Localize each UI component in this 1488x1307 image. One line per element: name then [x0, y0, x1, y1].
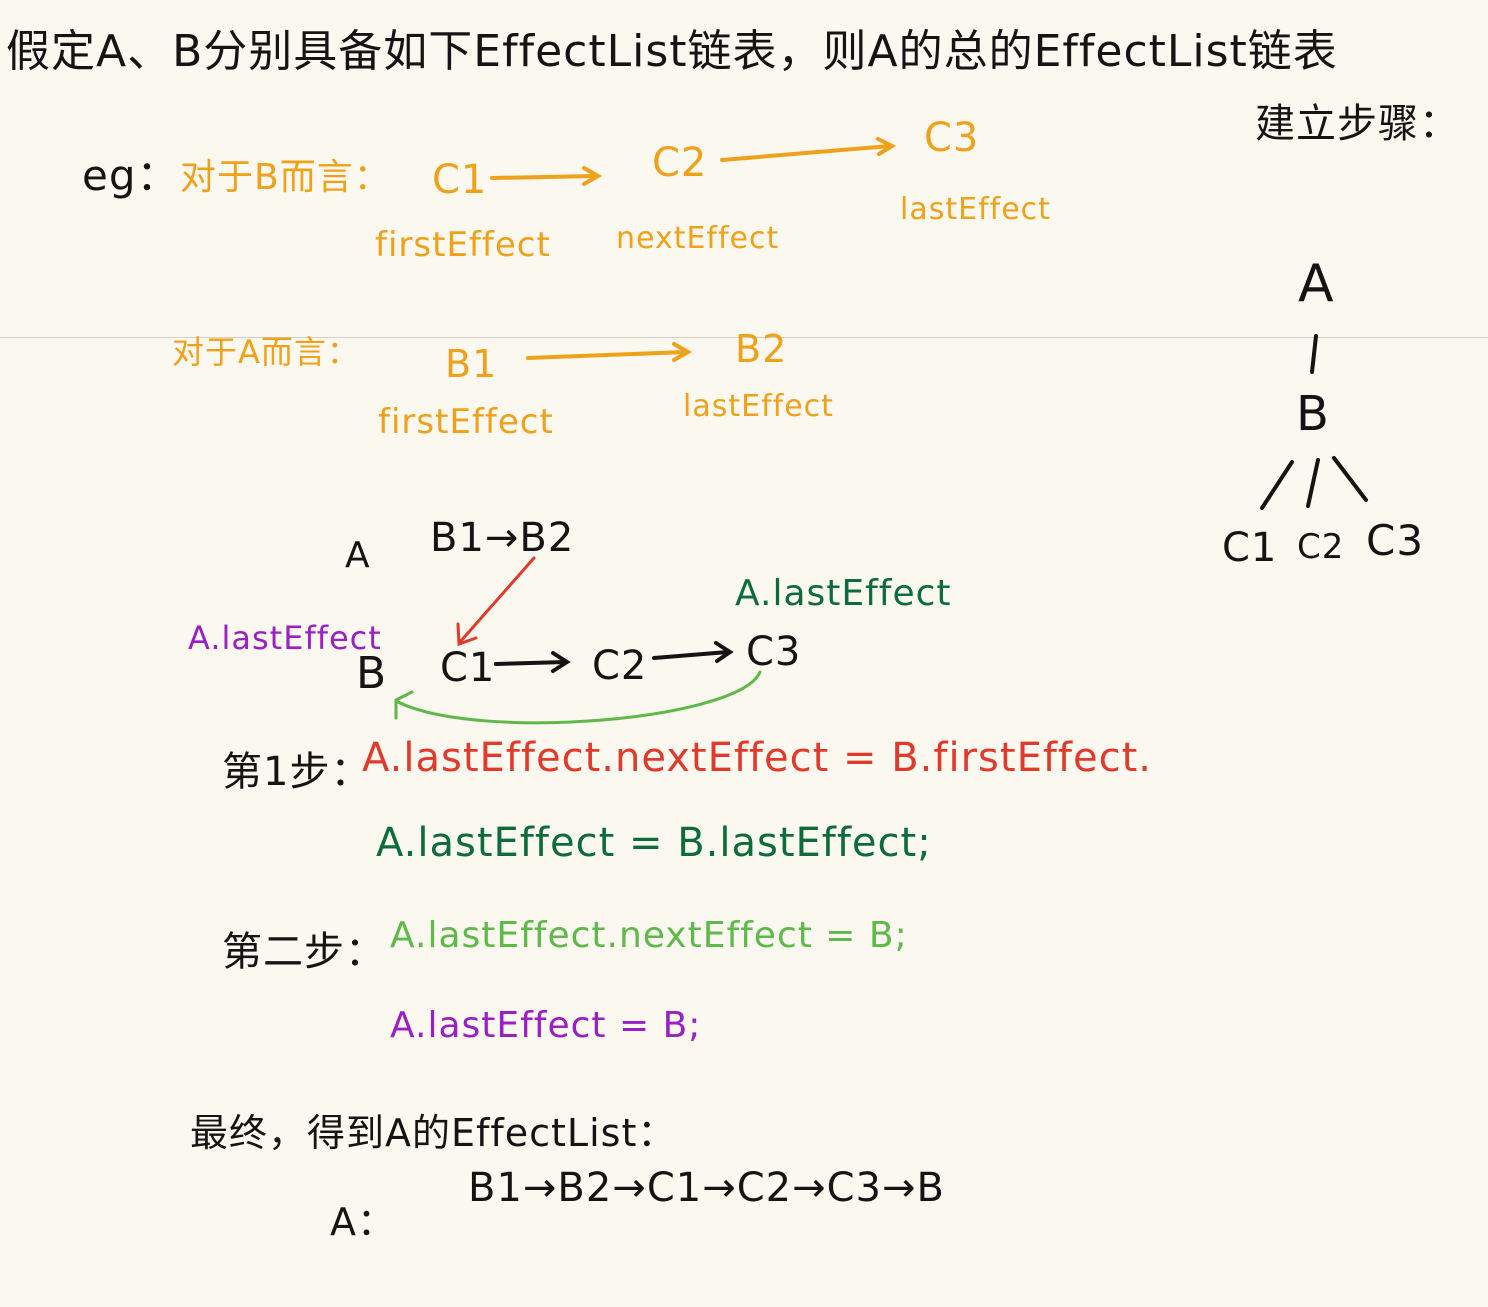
step1-line1: A.lastEffect.nextEffect = B.firstEffect.: [362, 735, 1152, 781]
b-last-effect-label: lastEffect: [900, 192, 1051, 227]
arrow-head-c1-c2: [582, 166, 603, 186]
arrow-d-c1-c2: [494, 660, 568, 666]
arrow-d-c2-c3: [652, 650, 730, 660]
header-line-1: 假定A、B分别具备如下EffectList链表，则A的总的EffectList链…: [6, 26, 1338, 77]
step2-label: 第二步：: [222, 929, 386, 975]
tree-leaf-c2: C2: [1297, 527, 1345, 567]
arrow-c3-to-b: [396, 670, 762, 725]
step2-line2: A.lastEffect = B;: [390, 1005, 702, 1046]
tree-edge-b-c1: [1260, 460, 1294, 510]
result-title: 最终，得到A的EffectList：: [190, 1111, 677, 1155]
diagram-node-c1: C1: [440, 645, 496, 691]
b-node-c1: C1: [432, 157, 488, 203]
tree-edges: [1260, 334, 1368, 510]
tree-child-b: B: [1296, 386, 1330, 442]
diagram-node-c2: C2: [592, 643, 648, 689]
arrow-head-d-c2-c3: [714, 641, 734, 663]
arrow-head-b2-c1: [456, 622, 478, 647]
a-list-title: 对于A而言：: [172, 333, 360, 371]
step1-line2: A.lastEffect = B.lastEffect;: [376, 820, 932, 866]
green-curve-arrow: [394, 670, 762, 725]
a-last-effect-label: lastEffect: [683, 389, 834, 424]
notebook-rule-line: [0, 337, 1488, 338]
step1-label: 第1步：: [222, 749, 372, 795]
b-node-c3: C3: [924, 115, 980, 161]
arrow-head-c3-b: [394, 690, 414, 720]
diagram-green-label: A.lastEffect: [735, 573, 952, 614]
tree-edge-b-c3: [1332, 456, 1368, 502]
result-label: A：: [330, 1200, 396, 1244]
diagram-a-label: A: [345, 535, 371, 576]
arrow-head-c2-c3: [876, 137, 897, 156]
a-first-effect-label: firstEffect: [378, 402, 554, 442]
b-first-effect-label: firstEffect: [375, 225, 551, 265]
diagram-arrows: [494, 641, 734, 673]
red-arrow: [456, 556, 536, 647]
a-node-b1: B1: [445, 342, 498, 386]
tree-leaf-c1: C1: [1222, 525, 1278, 571]
arrow-head-b1-b2: [672, 342, 693, 362]
b-next-effect-label: nextEffect: [616, 221, 780, 256]
tree-edge-b-c2: [1306, 458, 1320, 508]
a-node-b2: B2: [735, 327, 788, 371]
arrow-b1-to-b2: [526, 350, 688, 360]
result-list: B1→B2→C1→C2→C3→B: [468, 1165, 945, 1211]
tree-root-a: A: [1298, 254, 1335, 314]
header-line-2: 建立步骤：: [1255, 101, 1460, 147]
b-list-title: 对于B而言：: [180, 157, 391, 198]
diagram-b-label: B: [356, 648, 388, 699]
b-list-arrows: [490, 137, 897, 362]
b-node-c2: C2: [652, 140, 708, 186]
tree-edge-a-b: [1310, 334, 1318, 374]
diagram-purple-label: A.lastEffect: [188, 619, 382, 657]
arrow-head-d-c1-c2: [551, 651, 571, 673]
tree-leaf-c3: C3: [1366, 516, 1425, 565]
step2-line1: A.lastEffect.nextEffect = B;: [390, 915, 908, 956]
diagram-a-list: B1→B2: [430, 515, 575, 561]
diagram-node-c3: C3: [746, 629, 802, 675]
arrow-c2-to-c3: [720, 144, 892, 162]
eg-label: eg：: [82, 151, 180, 200]
arrow-b2-to-c1: [458, 556, 536, 644]
arrow-c1-to-c2: [490, 174, 598, 180]
